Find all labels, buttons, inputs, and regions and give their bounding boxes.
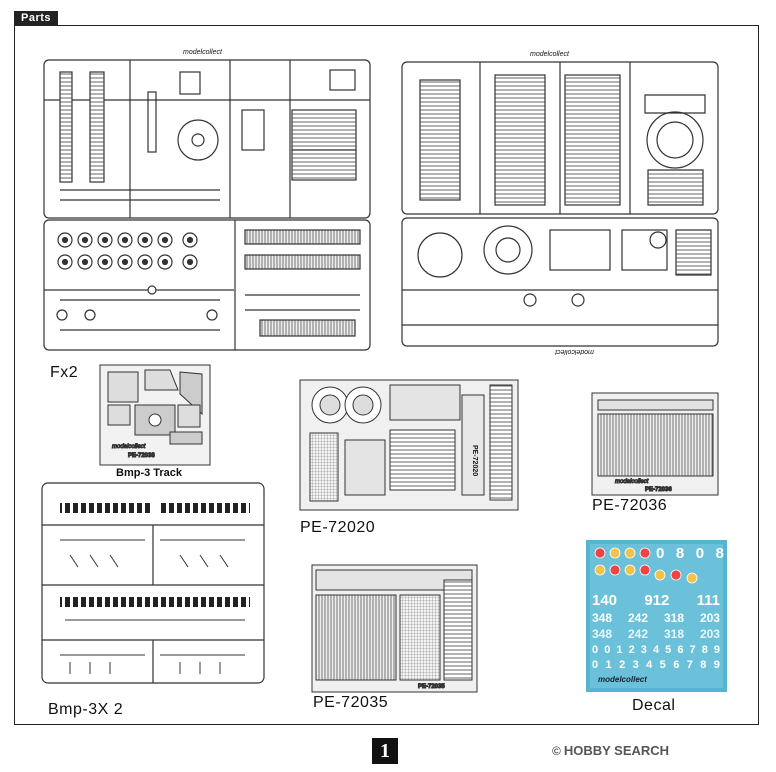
label-bmp-track: Bmp-3X 2 [48, 701, 124, 718]
decal-text: 0 [695, 545, 705, 562]
decal-text: 6 [677, 644, 684, 656]
decal-text: 1 [605, 659, 612, 671]
decal-row-3: 348 242 318 203 [592, 611, 720, 625]
pe-72020 [299, 379, 519, 511]
decal-text: 912 [644, 592, 670, 609]
decal-row-4: 348 242 318 203 [592, 627, 720, 641]
decal-text: 9 [713, 659, 720, 671]
decal-text: 8 [675, 545, 685, 562]
decal-text: 1 [616, 644, 623, 656]
decal-text: 4 [652, 644, 660, 656]
decal-text: 203 [699, 627, 720, 641]
parts-frame [14, 25, 759, 725]
decal-text: 9 [713, 644, 720, 656]
decal-text: 242 [627, 627, 649, 641]
sprue-tag-a2: modelcollect [555, 348, 594, 355]
decal-text: 7 [686, 659, 693, 671]
decal-text: 2 [628, 644, 635, 656]
label-pe-72036: PE-72036 [592, 497, 668, 514]
decal-text: 111 [696, 592, 720, 609]
decal-text: 3 [632, 659, 639, 671]
sprue-f [43, 59, 371, 351]
fret-72036-code: PE-72036 [645, 487, 672, 493]
label-decal: Decal [632, 697, 676, 714]
decal-text: 7 [689, 644, 696, 656]
decal-text: 0 [592, 659, 599, 671]
watermark: © HOBBY SEARCH [552, 743, 669, 758]
label-fx2: Fx2 [50, 364, 79, 381]
fret-72020-code: PE-72020 [471, 445, 478, 477]
pe-fret-small: modelcollect PE-72038 [99, 364, 211, 466]
fret-small-code: PE-72038 [128, 453, 155, 459]
fret-72035-code: PE-72035 [418, 684, 445, 690]
sprue-tag-a: modelcollect [530, 51, 569, 58]
label-pe-72035: PE-72035 [313, 694, 389, 711]
sprue-a [401, 61, 719, 347]
decal-row-2: 140 912 111 [592, 592, 720, 609]
decal-text: 203 [699, 611, 720, 625]
decal-text: 8 [701, 644, 708, 656]
decal-text: 318 [663, 611, 684, 625]
track-sprue [41, 482, 265, 684]
decal-text: 8 [700, 659, 707, 671]
fret-small-brand: modelcollect [112, 444, 146, 450]
decal-digits-b: 0 1 2 3 4 5 6 7 8 9 [592, 659, 720, 671]
decal-text: 4 [646, 659, 653, 671]
copyright-icon: © [552, 743, 561, 758]
page-number: 1 [372, 738, 398, 764]
decal-text: 3 [640, 644, 647, 656]
decal-text: 140 [592, 592, 618, 609]
decal-text: 0 [604, 644, 611, 656]
decal-text: 5 [659, 659, 666, 671]
decal-brand: modelcollect [598, 675, 647, 684]
decal-text: 348 [592, 611, 613, 625]
decal-text: 242 [627, 611, 649, 625]
decal-text: 6 [673, 659, 680, 671]
watermark-brand: HOBBY SEARCH [563, 743, 670, 758]
decal-text: 8 [715, 545, 724, 562]
decal-digits-a: 0 0 1 2 3 4 5 6 7 8 9 [592, 644, 720, 656]
decal-text: 0 [592, 644, 599, 656]
decal-text: 5 [665, 644, 672, 656]
decal-text: 348 [592, 627, 613, 641]
decal-text: 0 [656, 545, 665, 562]
label-bmp-track-title: Bmp-3 Track [116, 467, 183, 479]
parts-label: Parts [14, 11, 59, 25]
decal-sheet [586, 540, 727, 692]
decal-text: 2 [619, 659, 626, 671]
sprue-tag-f: modelcollect [183, 49, 222, 56]
decal-row-1: 0 8 0 8 [656, 545, 724, 562]
decal-text: 318 [663, 627, 684, 641]
fret-72036-brand: modelcollect [615, 479, 649, 485]
pe-72035: PE-72035 [311, 564, 478, 693]
label-pe-72020: PE-72020 [300, 519, 376, 536]
pe-72036: modelcollect PE-72036 [591, 392, 719, 496]
